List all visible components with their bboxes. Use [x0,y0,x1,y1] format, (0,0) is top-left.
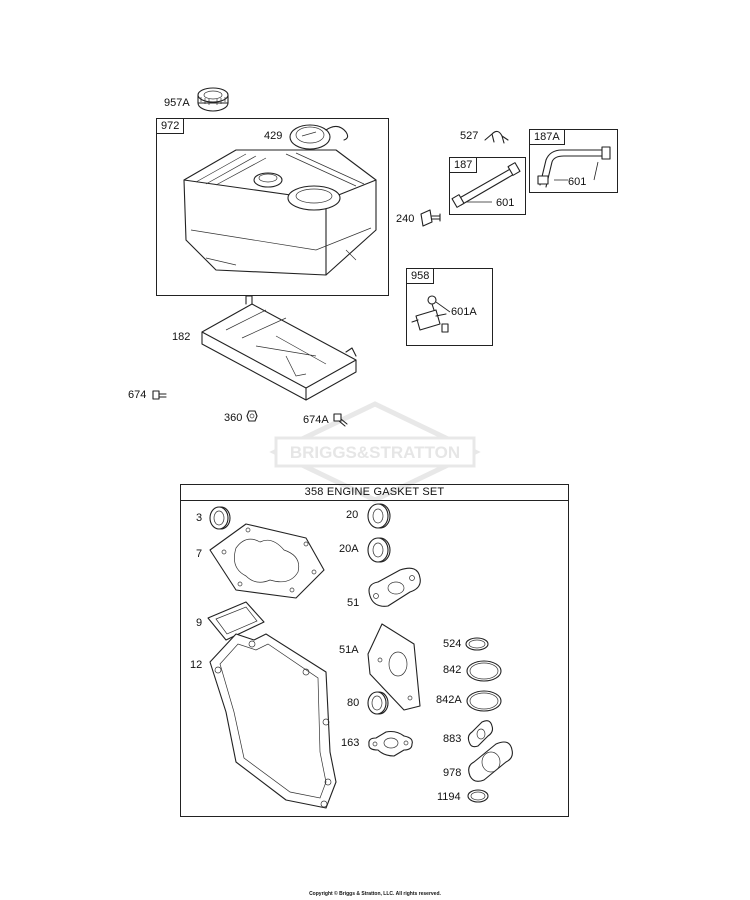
tank-bracket-182-part [201,295,357,401]
gasket-item-51: 51 [347,597,360,609]
gasket-item-1194: 1194 [437,791,461,803]
callout-601-line-187A: 601 [568,176,587,188]
ring-842-part [466,660,502,682]
clip-527-part [484,130,509,144]
gasket-item-80: 80 [347,697,360,709]
gasket-item-12: 12 [190,659,203,671]
gasket-set-box: 358 ENGINE GASKET SET [180,484,569,817]
copyright-text: Copyright © Briggs & Stratton, LLC. All … [309,891,441,897]
seal-3-part [209,506,231,530]
ring-842A-part [466,690,502,712]
nut-360-part [246,410,258,422]
fuel-tank-part [183,149,377,276]
gasket-item-20: 20 [346,509,359,521]
bolt-674-part [152,390,167,400]
gasket-9-part [207,601,265,641]
head-gasket-7-part [209,523,325,599]
callout-674: 674 [128,389,147,401]
gasket-item-7: 7 [196,548,203,560]
callout-429: 429 [264,130,283,142]
gasket-item-883: 883 [443,733,462,745]
gasket-item-842A: 842A [436,694,462,706]
callout-187A: 187A [530,130,565,145]
callout-972: 972 [157,119,185,134]
gasket-978-part [468,741,513,782]
seal-20A-part [367,537,391,563]
fuel-tank-box: 972 [156,118,389,296]
valve-958-part [411,295,451,333]
gasket-item-51A: 51A [339,644,359,656]
fuel-line-187A-part [537,146,611,188]
watermark-text: BRIGGS&STRATTON [290,443,460,462]
callout-674A: 674A [303,414,329,426]
fuel-line-187A-box: 187A [529,129,618,193]
callout-187: 187 [450,158,478,173]
gasket-item-3: 3 [196,512,203,524]
gasket-item-524: 524 [443,638,462,650]
callout-182: 182 [172,331,191,343]
gasket-set-title: 358 ENGINE GASKET SET [181,485,568,501]
gasket-item-20A: 20A [339,543,359,555]
bolt-674A-part [333,413,348,427]
gasket-163-part [368,730,413,757]
gasket-item-978: 978 [443,767,462,779]
fuel-cap-part [197,87,229,112]
tank-cap-429-part [289,124,349,150]
callout-527: 527 [460,130,479,142]
gasket-item-163: 163 [341,737,360,749]
fitting-240-part [420,209,441,227]
callout-601A: 601A [451,306,477,318]
gasket-51A-part [367,623,421,711]
gasket-883-part [467,720,494,748]
valve-box: 958 [406,268,493,346]
callout-601-line: 601 [496,197,515,209]
callout-958: 958 [407,269,435,284]
callout-240: 240 [396,213,415,225]
callout-360: 360 [224,412,243,424]
fuel-line-187-part [451,162,521,208]
seal-80-part [367,691,389,715]
gasket-51-part [368,567,421,607]
seal-20-part [367,503,391,529]
ring-524-part [465,637,489,651]
gasket-item-9: 9 [196,617,203,629]
callout-957A: 957A [164,97,190,109]
fuel-line-box: 187 [449,157,526,215]
crankcase-gasket-12-part [209,633,337,809]
ring-1194-part [467,789,489,803]
gasket-item-842: 842 [443,664,462,676]
